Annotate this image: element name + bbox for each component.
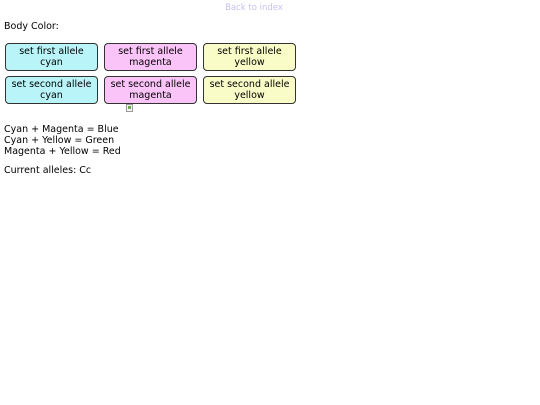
back-to-index-link[interactable]: Back to index — [225, 3, 283, 13]
set-first-allele-magenta-button[interactable]: set first allele magenta — [104, 43, 197, 71]
current-alleles-text: Current alleles: Cc — [4, 165, 92, 176]
rule-cyan-magenta: Cyan + Magenta = Blue — [4, 124, 119, 135]
rule-magenta-yellow: Magenta + Yellow = Red — [4, 146, 121, 157]
color-mix-rules: Cyan + Magenta = Blue Cyan + Yellow = Gr… — [4, 124, 121, 157]
set-first-allele-yellow-button[interactable]: set first allele yellow — [203, 43, 296, 71]
allele-button-grid: set first allele cyan set first allele m… — [5, 43, 296, 104]
set-second-allele-cyan-button[interactable]: set second allele cyan — [5, 76, 98, 104]
body-color-label: Body Color: — [4, 21, 59, 32]
set-second-allele-yellow-button[interactable]: set second allele yellow — [203, 76, 296, 104]
set-second-allele-magenta-button[interactable]: set second allele magenta — [104, 76, 197, 104]
rule-cyan-yellow: Cyan + Yellow = Green — [4, 135, 115, 146]
set-first-allele-cyan-button[interactable]: set first allele cyan — [5, 43, 98, 71]
broken-image-icon — [126, 104, 133, 112]
